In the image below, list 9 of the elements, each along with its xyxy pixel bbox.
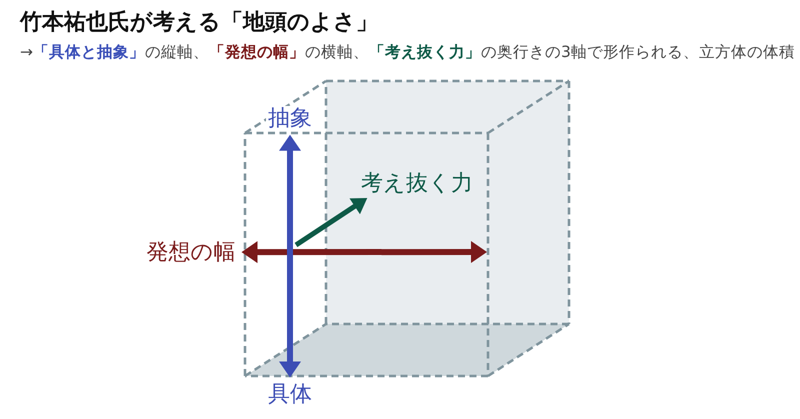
axis-label: 抽象	[266, 106, 314, 131]
axis-label: 発想の幅	[144, 240, 238, 265]
arrow	[294, 198, 368, 248]
axis-label: 具体	[266, 382, 314, 407]
title: 竹本祐也氏が考える「地頭のよさ」	[20, 10, 378, 36]
arrow	[242, 241, 487, 264]
arrow	[279, 134, 301, 378]
subtitle: →「具体と抽象」の縦軸、「発想の幅」の横軸、「考え抜く力」の奥行きの3軸で形作られる、立方体の体積	[20, 43, 795, 62]
axis-label: 考え抜く力	[359, 170, 475, 196]
